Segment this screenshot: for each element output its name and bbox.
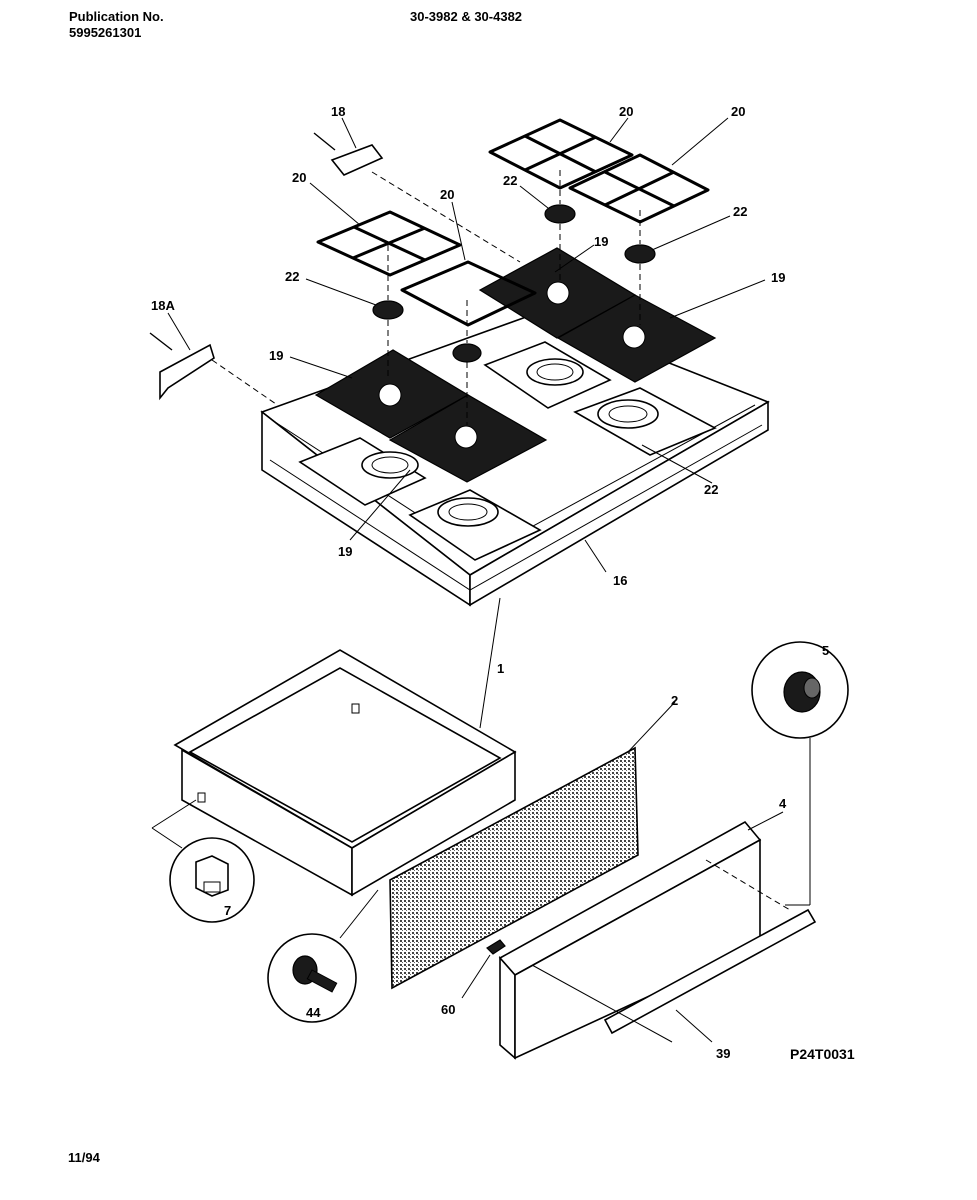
callout-19-front: 19 xyxy=(338,544,352,559)
bracket-18 xyxy=(330,144,384,176)
callout-22-front: 22 xyxy=(704,482,718,497)
drawer-panel xyxy=(389,701,676,990)
callout-44: 44 xyxy=(306,1005,321,1020)
grate-rear-left xyxy=(488,118,634,190)
callout-16: 16 xyxy=(613,573,627,588)
burner-cap-left xyxy=(372,300,404,320)
callout-7: 7 xyxy=(224,903,231,918)
grate-front xyxy=(400,260,537,327)
model-numbers: 30-3982 & 30-4382 xyxy=(410,9,523,24)
detail-7 xyxy=(151,799,255,923)
callout-22-left: 22 xyxy=(285,269,299,284)
drawer-front xyxy=(498,811,791,1060)
burner-cap-rear xyxy=(544,204,576,224)
callout-20-rear: 20 xyxy=(619,104,633,119)
callout-19-rear: 19 xyxy=(594,234,608,249)
cooktop-assembly xyxy=(260,311,770,607)
callout-18: 18 xyxy=(331,104,345,119)
callout-19-left: 19 xyxy=(269,348,283,363)
drawer-front-end xyxy=(499,955,516,1060)
callout-20-right: 20 xyxy=(731,104,745,119)
figure-code: P24T0031 xyxy=(790,1046,855,1062)
callout-4: 4 xyxy=(779,796,787,811)
publication-label: Publication No. xyxy=(69,9,164,24)
callout-2: 2 xyxy=(671,693,678,708)
burner-cap-right xyxy=(624,244,656,264)
callout-19-right: 19 xyxy=(771,270,785,285)
callout-18a: 18A xyxy=(151,298,175,313)
callout-39: 39 xyxy=(716,1046,730,1061)
drawer-panel-mesh xyxy=(389,746,639,990)
detail-44 xyxy=(267,889,379,1023)
callout-60: 60 xyxy=(441,1002,455,1017)
publication-date: 11/94 xyxy=(68,1150,100,1165)
callout-labels: 18 18A 20 20 20 20 22 22 22 22 19 19 19 … xyxy=(151,104,829,1061)
burner-cap-center xyxy=(452,343,482,363)
cooktop-leader-lines xyxy=(167,117,766,573)
callout-22-rear: 22 xyxy=(503,173,517,188)
grate-rear-right xyxy=(568,153,710,224)
brackets xyxy=(149,132,384,401)
drawer-side-wall xyxy=(351,750,516,897)
publication-number: 5995261301 xyxy=(69,25,142,40)
callout-20-center: 20 xyxy=(440,187,454,202)
grate-left xyxy=(316,210,462,277)
drawer-assembly xyxy=(173,597,517,897)
bracket-18a xyxy=(159,343,215,401)
burner-plates xyxy=(314,247,717,483)
detail-5 xyxy=(751,641,849,906)
drawer-inner xyxy=(188,667,502,843)
callout-1: 1 xyxy=(497,661,504,676)
screw-60 xyxy=(461,939,506,999)
handle-rod xyxy=(603,908,817,1035)
callout-20-left: 20 xyxy=(292,170,306,185)
cooktop-assembly-lines xyxy=(211,170,641,425)
burner-grates xyxy=(316,118,710,327)
drawer-handle xyxy=(531,908,817,1043)
callout-5: 5 xyxy=(822,643,829,658)
callout-22-right: 22 xyxy=(733,204,747,219)
